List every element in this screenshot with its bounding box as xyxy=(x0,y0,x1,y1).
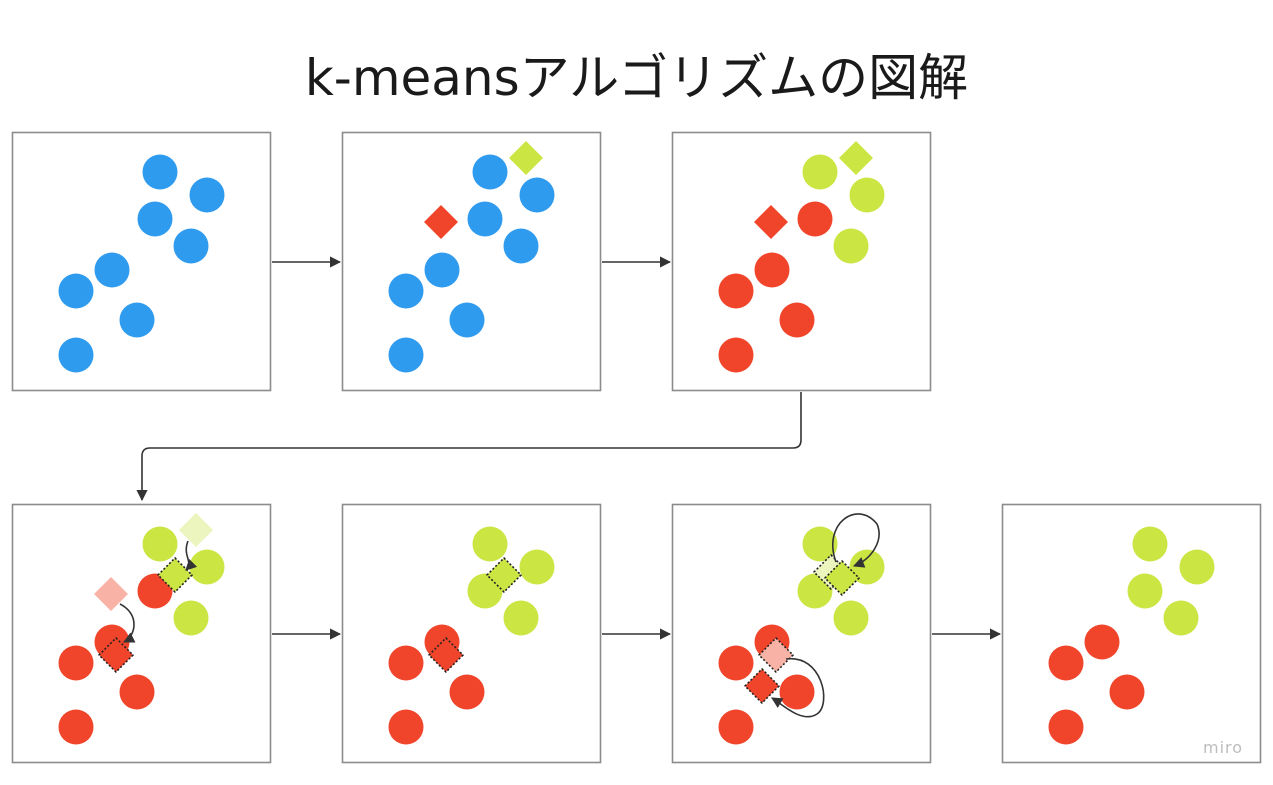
data-point-blue xyxy=(467,201,503,237)
panel-7-frame xyxy=(1001,503,1262,764)
data-point-blue xyxy=(472,154,508,190)
data-point-blue xyxy=(519,177,555,213)
data-point-blue xyxy=(58,337,94,373)
data-point-assigned xyxy=(1048,645,1084,681)
panel-1-frame xyxy=(11,131,272,392)
panel-5-frame xyxy=(341,503,602,764)
data-point-assigned xyxy=(718,337,754,373)
centroid-red xyxy=(424,205,458,239)
diagram-title: k-meansアルゴリズムの図解 xyxy=(304,49,969,107)
panel-3-frame xyxy=(671,131,932,392)
data-point-assigned xyxy=(58,645,94,681)
data-point-assigned xyxy=(388,645,424,681)
data-point-assigned xyxy=(833,228,869,264)
centroid-green xyxy=(839,141,873,175)
data-point-assigned xyxy=(137,573,173,609)
panel-6-frame xyxy=(671,503,932,764)
data-point-assigned xyxy=(802,154,838,190)
data-point-assigned xyxy=(503,600,539,636)
centroid-green-new xyxy=(823,559,861,597)
data-point-assigned xyxy=(849,177,885,213)
data-point-assigned xyxy=(1109,674,1145,710)
data-point-assigned xyxy=(1084,624,1120,660)
loop-arrow-green xyxy=(832,513,880,568)
data-point-assigned xyxy=(1179,549,1215,585)
data-point-blue xyxy=(173,228,209,264)
data-point-assigned xyxy=(119,674,155,710)
data-point-assigned xyxy=(388,709,424,745)
loop-arrow-red xyxy=(771,658,825,718)
centroid-red xyxy=(754,205,788,239)
data-point-assigned xyxy=(797,201,833,237)
data-point-blue xyxy=(94,252,130,288)
centroid-red-old xyxy=(94,577,128,611)
data-point-assigned xyxy=(173,600,209,636)
centroid-green xyxy=(485,556,523,594)
data-point-assigned xyxy=(519,549,555,585)
centroid-green xyxy=(509,141,543,175)
data-point-assigned xyxy=(1132,526,1168,562)
data-point-assigned xyxy=(718,709,754,745)
data-point-assigned xyxy=(718,273,754,309)
centroid-red xyxy=(427,636,465,674)
centroid-red-new xyxy=(743,667,781,705)
data-point-assigned xyxy=(1048,709,1084,745)
arrow-3-to-4 xyxy=(136,392,802,502)
data-point-blue xyxy=(137,201,173,237)
panel-2-frame xyxy=(341,131,602,392)
data-point-blue xyxy=(142,154,178,190)
centroid-red-new xyxy=(97,636,135,674)
data-point-blue xyxy=(449,302,485,338)
data-point-blue xyxy=(388,337,424,373)
centroid-red-old xyxy=(757,636,795,674)
data-point-assigned xyxy=(1127,573,1163,609)
data-point-blue xyxy=(189,177,225,213)
data-point-blue xyxy=(388,273,424,309)
data-point-assigned xyxy=(467,573,503,609)
data-point-assigned xyxy=(833,600,869,636)
move-arrow-red xyxy=(119,603,136,643)
data-point-assigned xyxy=(754,252,790,288)
centroid-green-old xyxy=(179,513,213,547)
miro-watermark: miro xyxy=(1203,738,1244,757)
data-point-assigned xyxy=(718,645,754,681)
data-point-blue xyxy=(424,252,460,288)
data-point-assigned xyxy=(802,526,838,562)
data-point-blue xyxy=(503,228,539,264)
data-point-assigned xyxy=(1163,600,1199,636)
data-point-assigned xyxy=(142,526,178,562)
data-point-blue xyxy=(58,273,94,309)
data-point-assigned xyxy=(58,709,94,745)
panel-4-frame xyxy=(11,503,272,764)
data-point-assigned xyxy=(472,526,508,562)
data-point-assigned xyxy=(189,549,225,585)
data-point-assigned xyxy=(779,302,815,338)
move-arrow-green xyxy=(185,540,198,571)
data-point-assigned xyxy=(779,674,815,710)
data-point-blue xyxy=(119,302,155,338)
data-point-assigned xyxy=(449,674,485,710)
